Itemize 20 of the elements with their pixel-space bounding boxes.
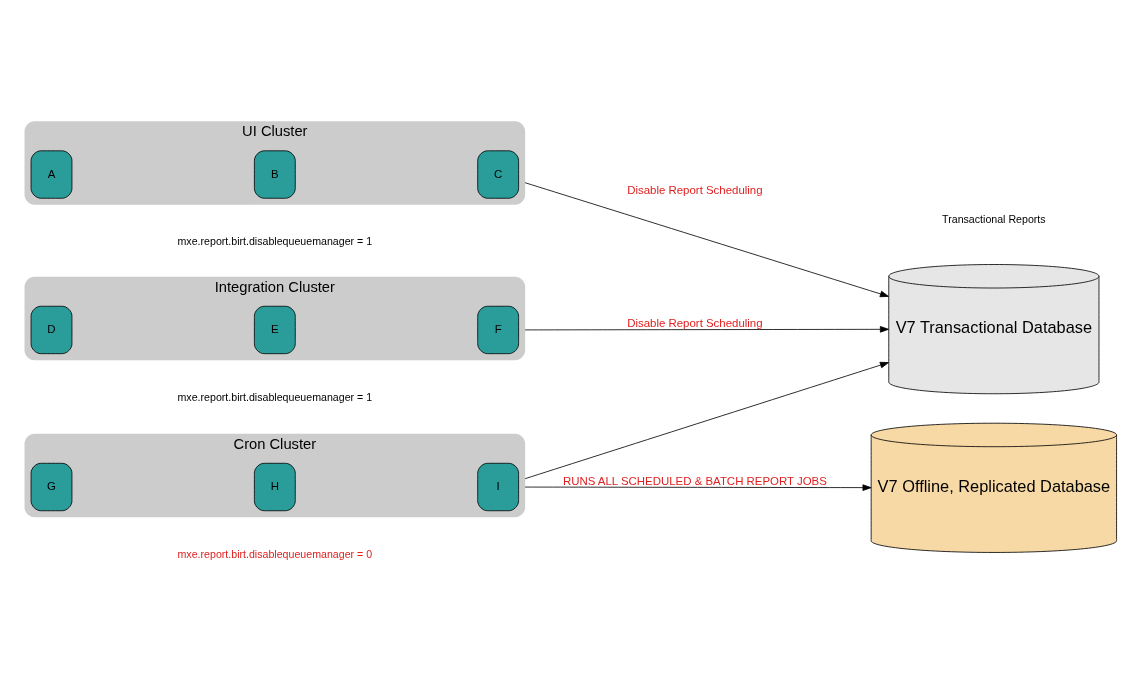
node-box: F [477,305,519,354]
label: Transactional Reports [942,212,1046,225]
arrow [524,325,889,333]
arrow [524,181,889,297]
node-box: I [477,462,519,511]
edge-label: RUNS ALL SCHEDULED & BATCH REPORT JOBS [562,474,827,487]
node-label: mxe.report.birt.disablequeuemanager = 1 [177,390,373,403]
node-label: mxe.report.birt.disablequeuemanager = 0 [177,547,373,560]
node-box: D [30,305,73,354]
node-box: A [30,149,73,199]
arrow [524,483,872,491]
edge-label: Disable Report Scheduling [627,316,763,329]
node-box: C [477,149,519,199]
node-label: mxe.report.birt.disablequeuemanager = 1 [177,234,373,247]
edge-label: Disable Report Scheduling [627,183,763,196]
node-box: E [253,305,296,354]
arrow [524,361,889,479]
node-box: G [30,462,73,511]
node-box: B [253,149,296,199]
node-box: H [253,462,296,511]
